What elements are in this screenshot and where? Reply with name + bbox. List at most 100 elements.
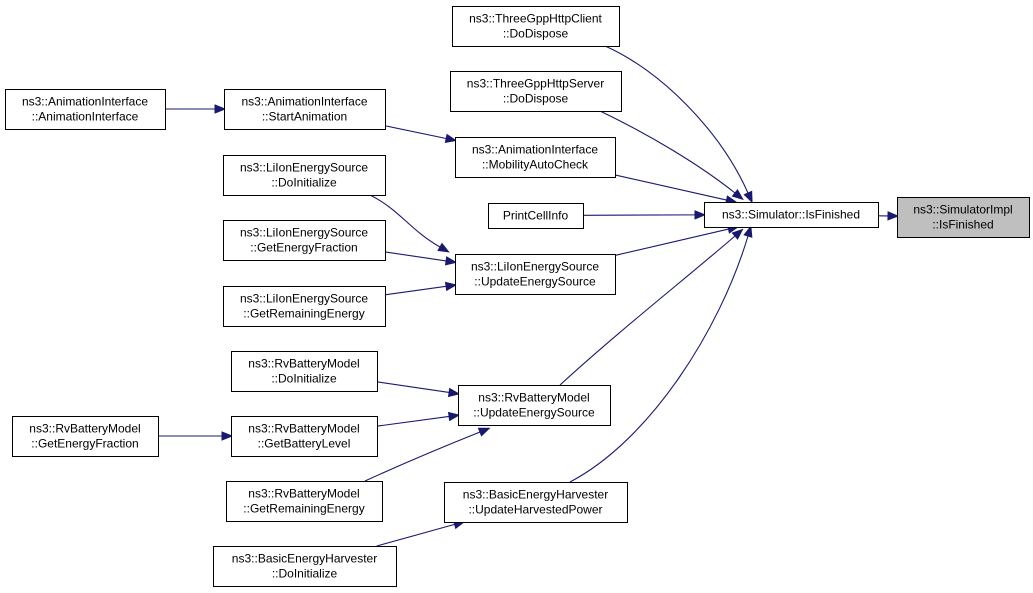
arrowhead-icon — [444, 256, 458, 266]
node-server[interactable]: ns3::ThreeGppHttpServer::DoDispose — [450, 71, 622, 112]
node-liion-update[interactable]: ns3::LiIonEnergySource::UpdateEnergySour… — [455, 254, 616, 295]
node-label-line: ns3::AnimationInterface — [22, 95, 148, 109]
edge-anim_start-to-mobility — [384, 125, 458, 144]
node-harv-init[interactable]: ns3::BasicEnergyHarvester::DoInitialize — [213, 546, 397, 587]
node-client[interactable]: ns3::ThreeGppHttpClient::DoDispose — [452, 6, 620, 47]
node-harv-update[interactable]: ns3::BasicEnergyHarvester::UpdateHarvest… — [444, 482, 628, 523]
node-label-line: ns3::AnimationInterface — [241, 95, 367, 109]
edge-line — [384, 285, 447, 296]
node-label-line: ns3::RvBatteryModel — [478, 391, 589, 405]
node-rv-update[interactable]: ns3::RvBatteryModel::UpdateEnergySource — [458, 385, 611, 426]
node-anim-start[interactable]: ns3::AnimationInterface::StartAnimation — [224, 89, 386, 130]
edge-line — [376, 415, 450, 427]
arrowhead-icon — [447, 411, 461, 422]
node-label-line: ::DoDispose — [503, 27, 569, 41]
node-label-line: ns3::LiIonEnergySource — [240, 226, 368, 240]
node-rv-init[interactable]: ns3::RvBatteryModel::DoInitialize — [231, 351, 378, 392]
node-rv-rem[interactable]: ns3::RvBatteryModel::GetRemainingEnergy — [226, 481, 383, 522]
node-target[interactable]: ns3::SimulatorImpl::IsFinished — [897, 197, 1030, 238]
node-box — [12, 416, 159, 457]
edge-rv_init-to-rv_update — [376, 381, 461, 398]
arrowhead-icon — [694, 210, 707, 220]
edge-mobility-to-isfinished — [614, 174, 738, 205]
node-label-line: ns3::AnimationInterface — [472, 143, 598, 157]
edge-client-to-isfinished — [604, 45, 753, 204]
arrowhead-icon — [743, 190, 753, 204]
edge-line — [614, 228, 729, 256]
node-liion-init[interactable]: ns3::LiIonEnergySource::DoInitialize — [223, 155, 386, 196]
node-box — [897, 197, 1030, 238]
node-box — [224, 89, 386, 130]
edge-line — [569, 235, 749, 483]
node-label-line: ns3::RvBatteryModel — [248, 487, 359, 501]
node-mobility[interactable]: ns3::AnimationInterface::MobilityAutoChe… — [455, 137, 616, 178]
node-label-line: ::GetRemainingEnergy — [243, 502, 364, 516]
node-label-line: ns3::LiIonEnergySource — [240, 292, 368, 306]
node-label-line: ns3::BasicEnergyHarvester — [232, 552, 377, 566]
edge-line — [376, 381, 450, 393]
node-box — [231, 351, 378, 392]
edge-line — [559, 235, 736, 386]
node-label-line: ::AnimationInterface — [32, 110, 139, 124]
arrowhead-icon — [477, 427, 491, 437]
node-label-line: ns3::Simulator::IsFinished — [722, 208, 860, 222]
edge-liion_frac-to-liion_update — [384, 251, 458, 266]
edges-layer — [158, 45, 900, 547]
edge-line — [364, 431, 481, 482]
node-box — [458, 385, 611, 426]
arrowhead-icon — [444, 281, 458, 292]
node-label-line: ::GetRemainingEnergy — [243, 307, 364, 321]
node-label-line: ::UpdateHarvestedPower — [468, 503, 602, 517]
arrowhead-icon — [447, 387, 461, 398]
edge-harv_update-to-isfinished — [569, 225, 753, 483]
node-label-line: ::DoInitialize — [271, 372, 337, 386]
node-box — [450, 71, 622, 112]
node-box — [704, 202, 879, 228]
node-anim-ctor[interactable]: ns3::AnimationInterface::AnimationInterf… — [5, 89, 166, 130]
node-label-line: ::IsFinished — [932, 218, 993, 232]
edge-rv_level-to-rv_update — [376, 411, 461, 427]
node-label-line: ::UpdateEnergySource — [474, 275, 596, 289]
edge-harv_init-to-harv_update — [376, 519, 466, 547]
node-label-line: ::DoInitialize — [271, 176, 337, 190]
node-box — [223, 286, 386, 327]
edge-liion_init-to-liion_update — [369, 194, 450, 253]
edge-liion_rem-to-liion_update — [384, 281, 458, 296]
node-liion-frac[interactable]: ns3::LiIonEnergySource::GetEnergyFractio… — [223, 220, 386, 261]
node-printcell[interactable]: PrintCellInfo — [488, 203, 584, 229]
node-box — [455, 254, 616, 295]
edge-line — [384, 251, 447, 262]
node-box — [223, 155, 386, 196]
arrowhead-icon — [731, 188, 744, 201]
node-isfinished[interactable]: ns3::Simulator::IsFinished — [704, 202, 879, 228]
nodes-layer: ns3::SimulatorImpl::IsFinished ns3::Simul… — [5, 6, 1030, 587]
node-label-line: ::MobilityAutoCheck — [482, 158, 589, 172]
edge-rv_update-to-isfinished — [559, 228, 744, 386]
arrowhead-icon — [221, 431, 234, 441]
node-label-line: ns3::BasicEnergyHarvester — [463, 488, 608, 502]
node-label-line: ns3::LiIonEnergySource — [471, 260, 599, 274]
arrowhead-icon — [444, 133, 458, 144]
node-rv-frac[interactable]: ns3::RvBatteryModel::GetEnergyFraction — [12, 416, 159, 457]
edge-line — [599, 110, 736, 194]
node-label-line: ns3::RvBatteryModel — [29, 422, 140, 436]
node-label-line: ::StartAnimation — [262, 110, 347, 124]
node-label-line: ::GetBatteryLevel — [258, 437, 351, 451]
node-box — [452, 6, 620, 47]
node-label-line: ns3::LiIonEnergySource — [240, 161, 368, 175]
node-label-line: ::UpdateEnergySource — [473, 406, 595, 420]
edge-isfinished-to-target — [877, 211, 900, 221]
node-rv-level[interactable]: ns3::RvBatteryModel::GetBatteryLevel — [231, 416, 378, 457]
arrowhead-icon — [887, 211, 900, 221]
node-box — [231, 416, 378, 457]
edge-anim_ctor-to-anim_start — [165, 104, 227, 114]
node-label-line: ns3::RvBatteryModel — [248, 357, 359, 371]
node-box — [455, 137, 616, 178]
edge-liion_update-to-isfinished — [614, 224, 740, 256]
node-box — [226, 481, 383, 522]
edge-line — [384, 125, 447, 140]
node-liion-rem[interactable]: ns3::LiIonEnergySource::GetRemainingEner… — [223, 286, 386, 327]
node-box — [444, 482, 628, 523]
node-label-line: ns3::ThreeGppHttpClient — [469, 12, 602, 26]
